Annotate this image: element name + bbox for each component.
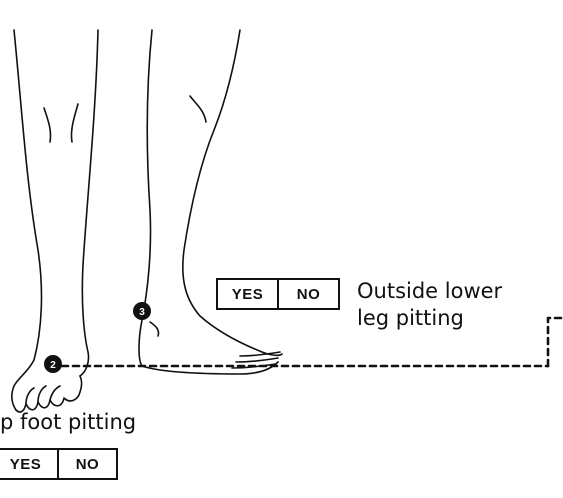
marker-3: 3 (133, 302, 151, 320)
left-foot-toe-line-1 (26, 388, 34, 404)
left-leg-outer-outline (12, 30, 42, 410)
outside-lower-leg-label-line1: Outside lower (357, 278, 502, 304)
left-leg-knee-detail-1 (44, 108, 51, 142)
top-foot-label: p foot pitting (0, 409, 136, 435)
left-foot-toes (16, 376, 82, 412)
outside-lower-leg-no-button[interactable]: NO (277, 280, 338, 308)
top-foot-no-button[interactable]: NO (57, 450, 116, 478)
top-foot-yes-no: YES NO (0, 448, 118, 480)
marker-2: 2 (44, 355, 62, 373)
right-ankle-detail (150, 322, 159, 336)
right-leg-knee-detail (190, 96, 206, 122)
left-foot-toe-line-3 (50, 386, 60, 400)
outside-lower-leg-yes-button[interactable]: YES (218, 280, 277, 308)
outside-lower-leg-yes-no: YES NO (216, 278, 340, 310)
outside-lower-leg-label-line2: leg pitting (357, 305, 464, 331)
left-leg-knee-detail-2 (71, 104, 78, 142)
leader-line-3 (548, 318, 563, 366)
marker-3-label: 3 (139, 307, 145, 318)
left-foot-toe-line-2 (38, 386, 46, 402)
top-foot-yes-button[interactable]: YES (0, 450, 57, 478)
left-leg-inner-outline (80, 30, 98, 376)
marker-2-label: 2 (50, 360, 56, 371)
